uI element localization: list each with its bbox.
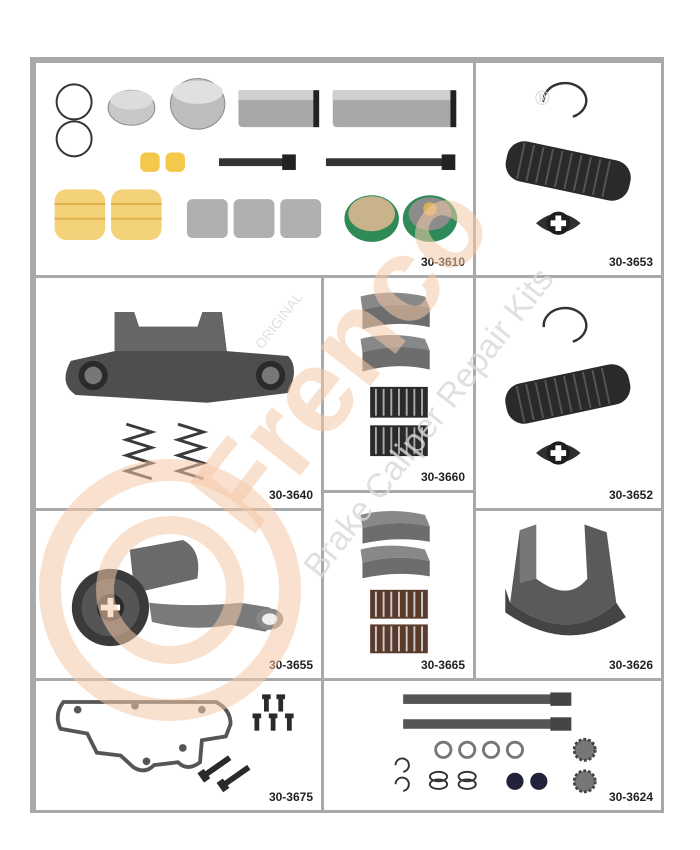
kit-catalog-grid: 30-3610 30-3653: [30, 57, 664, 813]
kit-30-3652-parts-image: [505, 306, 631, 465]
kit-cell-30-3655[interactable]: 30-3655: [33, 508, 324, 681]
kit-30-3626-parts-image: [505, 524, 626, 636]
kit-cell-30-3660[interactable]: 30-3660: [321, 275, 476, 493]
kit-cell-30-3624[interactable]: 30-3624: [321, 678, 664, 813]
kit-code-label: 30-3610: [420, 255, 465, 269]
kit-code-label: 30-3660: [420, 470, 465, 484]
kit-code-label: 30-3624: [608, 790, 653, 804]
kit-30-3624-parts-image: [394, 692, 597, 794]
kit-30-3655-parts-image: [71, 539, 284, 647]
kit-30-3610-parts-image: [54, 78, 458, 242]
kit-30-3640-parts-image: [65, 312, 294, 481]
kit-cell-30-3640[interactable]: 30-3640: [33, 275, 324, 511]
kit-code-label: 30-3652: [608, 488, 653, 502]
kit-code-label: 30-3675: [268, 790, 313, 804]
kit-code-label: 30-3626: [608, 658, 653, 672]
kit-code-label: 30-3640: [268, 488, 313, 502]
kit-cell-30-3675[interactable]: 30-3675: [33, 678, 324, 813]
kit-30-3653-parts-image: [505, 81, 631, 235]
kit-30-3665-parts-image: [360, 511, 430, 654]
kit-code-label: 30-3665: [420, 658, 465, 672]
kit-30-3660-parts-image: [360, 292, 430, 457]
kit-code-label: 30-3653: [608, 255, 653, 269]
kit-code-label: 30-3655: [268, 658, 313, 672]
kit-cell-30-3665[interactable]: 30-3665: [321, 490, 476, 681]
kit-cell-30-3626[interactable]: 30-3626: [473, 508, 664, 681]
kit-cell-30-3610[interactable]: 30-3610: [33, 60, 476, 278]
kit-cell-30-3653[interactable]: 30-3653: [473, 60, 664, 278]
kit-cell-30-3652[interactable]: 30-3652: [473, 275, 664, 511]
